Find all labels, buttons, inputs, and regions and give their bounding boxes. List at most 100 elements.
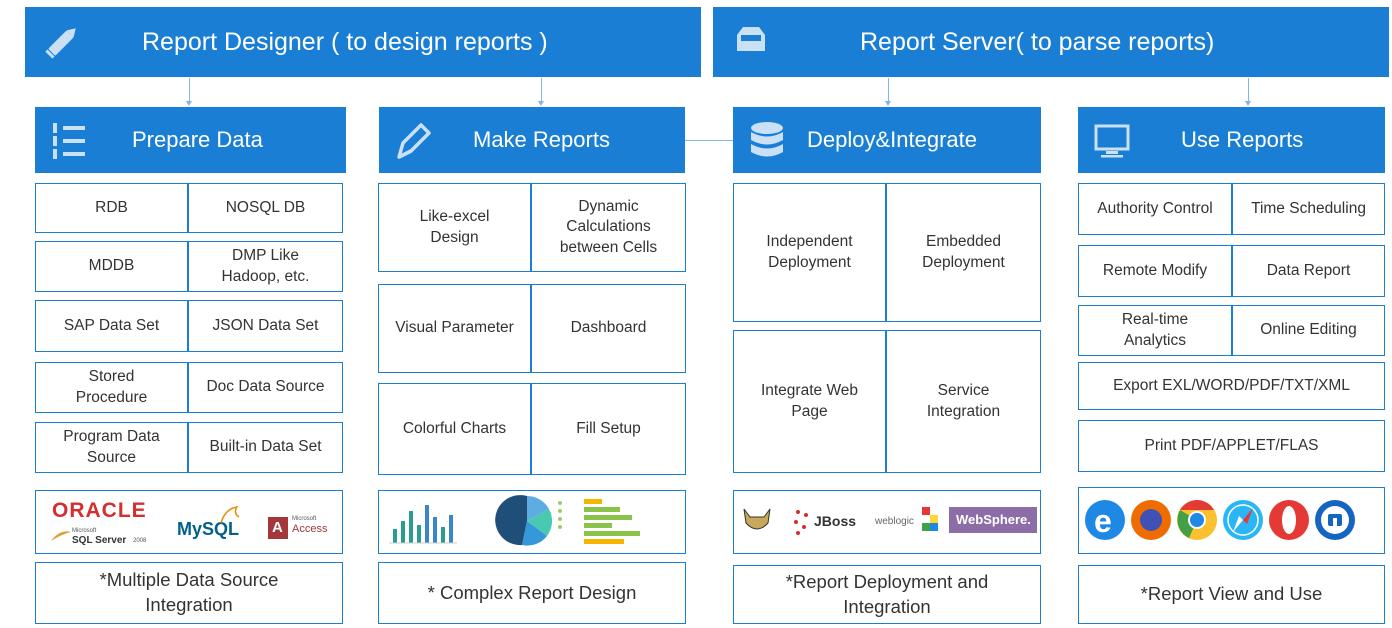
report-server-banner: Report Server( to parse reports)	[713, 7, 1389, 77]
pen-nib-icon	[397, 123, 431, 159]
doc-data-source-cell: Doc Data Source	[206, 378, 325, 396]
access-logo-icon	[268, 517, 288, 539]
make-row-2: Visual Parameter Dashboard	[378, 284, 686, 373]
svg-text:e: e	[1094, 503, 1112, 539]
sql-server-logo-year: 2008	[133, 538, 147, 544]
online-editing-cell: Online Editing	[1260, 321, 1357, 339]
prepare-data-title: Prepare Data	[132, 127, 263, 152]
browser-logos-panel: e	[1078, 487, 1385, 554]
cell-divider	[187, 184, 189, 232]
charts-thumbnail	[389, 495, 640, 546]
prepare-row-1: RDB NOSQL DB	[35, 183, 343, 233]
rdb-cell: RDB	[95, 198, 128, 216]
export-formats-cell: Export EXL/WORD/PDF/TXT/XML	[1113, 376, 1350, 394]
opera-icon	[1269, 500, 1309, 540]
use-row-5: Print PDF/APPLET/FLAS	[1078, 420, 1385, 472]
integrate-web-page-cell: Integrate Web Page	[760, 382, 859, 420]
inbox-tray-icon	[737, 27, 765, 51]
ie-icon: e	[1085, 500, 1125, 540]
sql-server-logo-icon	[51, 531, 71, 541]
sap-data-set-cell: SAP Data Set	[63, 316, 160, 334]
dmp-hadoop-cell: DMP Like Hadoop, etc.	[221, 247, 310, 285]
database-logos-panel: ORACLE Microsoft SQL Server 2008 MySQL A…	[35, 490, 343, 554]
cell-divider	[1231, 306, 1233, 355]
nosql-db-cell: NOSQL DB	[225, 198, 306, 216]
connector-make-deploy	[685, 140, 733, 141]
cell-divider	[885, 184, 887, 321]
charts-thumbnail-panel	[378, 490, 686, 554]
connector-designer-prepare	[186, 78, 192, 106]
use-row-2: Remote Modify Data Report	[1078, 245, 1385, 297]
prepare-row-2: MDDB DMP Like Hadoop, etc.	[35, 241, 343, 292]
server-logos-panel: JBoss weblogic WebSphere.	[733, 490, 1041, 554]
prepare-row-3: SAP Data Set JSON Data Set	[35, 300, 343, 352]
cell-divider	[530, 184, 532, 271]
make-row-3: Colorful Charts Fill Setup	[378, 383, 686, 475]
connector-designer-make	[538, 78, 544, 106]
service-integration-cell: Service Integration	[926, 382, 1001, 420]
report-server-title: Report Server( to parse reports)	[860, 28, 1215, 56]
numbered-list-icon	[53, 123, 85, 159]
remote-modify-cell: Remote Modify	[1102, 261, 1208, 279]
dynamic-calculations-cell: Dynamic Calculations between Cells	[559, 198, 658, 256]
cell-divider	[885, 331, 887, 472]
dashboard-cell: Dashboard	[570, 319, 647, 337]
time-scheduling-cell: Time Scheduling	[1251, 199, 1366, 217]
use-row-1: Authority Control Time Scheduling	[1078, 183, 1385, 235]
deploy-row-1: Independent Deployment Embedded Deployme…	[733, 183, 1041, 322]
print-formats-cell: Print PDF/APPLET/FLAS	[1144, 436, 1319, 454]
visual-parameter-cell: Visual Parameter	[395, 319, 514, 337]
prepare-row-5: Program Data Source Built-in Data Set	[35, 422, 343, 473]
connector-server-use	[1245, 78, 1251, 106]
chrome-icon	[1177, 500, 1217, 540]
use-reports-header: Use Reports	[1078, 107, 1385, 173]
use-footer: *Report View and Use	[1078, 565, 1385, 624]
independent-deployment-cell: Independent Deployment	[766, 233, 853, 271]
access-logo-letter: A	[272, 519, 283, 536]
sql-server-logo-small: Microsoft	[72, 528, 97, 534]
weblogic-logo: weblogic	[875, 516, 914, 527]
safari-icon	[1223, 500, 1263, 540]
data-report-cell: Data Report	[1266, 261, 1351, 279]
cell-divider	[1231, 246, 1233, 296]
deploy-row-2: Integrate Web Page Service Integration	[733, 330, 1041, 473]
sql-server-logo: SQL Server	[72, 535, 127, 546]
prepare-footer: *Multiple Data Source Integration	[35, 562, 343, 624]
monitor-icon	[1094, 124, 1130, 158]
deploy-integrate-header: Deploy&Integrate	[733, 107, 1041, 173]
deploy-footer: *Report Deployment and Integration	[733, 565, 1041, 624]
mysql-dolphin-icon	[220, 505, 240, 524]
cell-divider	[530, 384, 532, 474]
use-row-3: Real-time Analytics Online Editing	[1078, 305, 1385, 356]
database-icon	[751, 122, 783, 157]
oracle-logo: ORACLE	[52, 499, 147, 522]
make-row-1: Like-excel Design Dynamic Calculations b…	[378, 183, 686, 272]
mysql-logo: MySQL	[177, 519, 240, 539]
make-reports-header: Make Reports	[379, 107, 685, 173]
report-designer-title: Report Designer ( to design reports )	[142, 28, 548, 56]
report-designer-banner: Report Designer ( to design reports )	[25, 7, 701, 77]
access-logo: Access	[292, 523, 328, 535]
json-data-set-cell: JSON Data Set	[212, 316, 319, 334]
browser-icons: e	[1085, 500, 1355, 540]
cell-divider	[187, 363, 189, 412]
cell-divider	[1231, 184, 1233, 234]
firefox-icon	[1131, 500, 1171, 540]
tomcat-logo-icon	[743, 508, 771, 530]
weblogic-blocks-icon	[922, 507, 938, 531]
websphere-logo: WebSphere.	[956, 512, 1031, 527]
pencil-icon	[45, 28, 76, 59]
fill-setup-cell: Fill Setup	[576, 419, 641, 437]
program-data-source-cell: Program Data Source	[63, 428, 160, 466]
stored-procedure-cell: Stored Procedure	[75, 368, 148, 406]
built-in-data-set-cell: Built-in Data Set	[209, 438, 322, 456]
maxthon-icon	[1315, 500, 1355, 540]
mddb-cell: MDDB	[88, 257, 135, 275]
cell-divider	[530, 285, 532, 372]
jboss-logo: JBoss	[814, 513, 857, 529]
colorful-charts-cell: Colorful Charts	[402, 419, 507, 437]
cell-divider	[187, 301, 189, 351]
websphere-logo-bg	[949, 507, 1037, 533]
jboss-logo-icon	[794, 510, 808, 535]
deploy-integrate-title: Deploy&Integrate	[807, 127, 977, 152]
